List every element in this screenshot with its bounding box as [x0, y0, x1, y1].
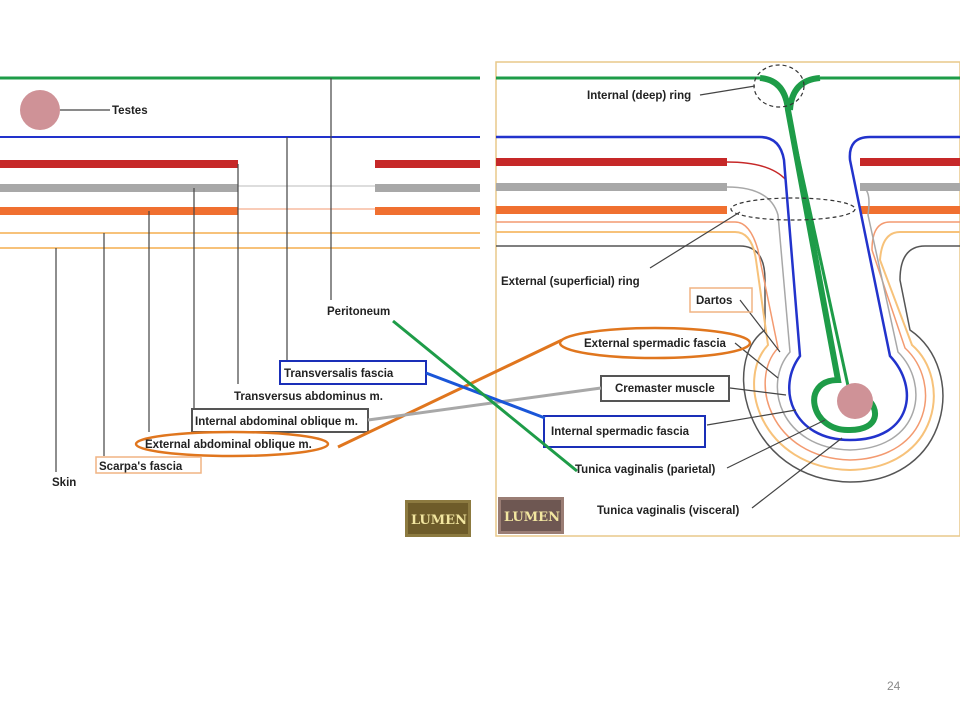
dartos-highlight-box	[689, 287, 753, 313]
connector-peritoneum	[392, 319, 578, 473]
scarpa-highlight-box	[95, 456, 202, 474]
testis-shape-right	[837, 383, 873, 419]
connector-external-oblique	[337, 338, 563, 449]
lumen-logo-2: LUMEN	[498, 497, 564, 534]
label-internal-abdominal-oblique: Internal abdominal oblique m.	[195, 416, 358, 428]
label-external-superficial-ring: External (superficial) ring	[501, 276, 640, 288]
scarpa-pouch	[496, 231, 960, 472]
lumen-logo-1: LUMEN	[405, 500, 471, 537]
skin-pouch	[496, 245, 960, 483]
page-number: 24	[887, 679, 901, 693]
internal-fascia-pouch	[496, 135, 960, 442]
label-skin: Skin	[52, 477, 76, 489]
testis-shape-left	[20, 90, 60, 130]
internal-oblique-highlight-box	[191, 408, 369, 433]
label-cremaster-muscle: Cremaster muscle	[615, 383, 715, 395]
label-tunica-vaginalis-visceral: Tunica vaginalis (visceral)	[597, 505, 739, 517]
cremaster-pouch	[726, 186, 917, 451]
label-external-spermatic-fascia: External spermadic fascia	[584, 338, 727, 350]
transversalis-highlight-box	[279, 360, 427, 385]
transversus-edge	[726, 161, 787, 181]
label-internal-spermatic-fascia: Internal spermadic fascia	[551, 426, 690, 438]
right-panel-border	[495, 61, 960, 537]
label-testes: Testes	[112, 105, 148, 117]
connector-internal-oblique	[367, 386, 602, 422]
internal-spermatic-highlight-box	[543, 415, 706, 448]
left-leader-lines	[55, 78, 332, 472]
right-leader-lines	[649, 85, 843, 509]
external-spermatic-highlight-ellipse	[558, 326, 752, 360]
peritoneum-descent	[759, 75, 878, 434]
label-transversalis-fascia: Transversalis fascia	[284, 368, 394, 380]
lumen-logo-2-text: LUMEN	[504, 510, 560, 525]
label-external-abdominal-oblique: External abdominal oblique m.	[145, 439, 312, 451]
label-transversus-abdominus: Transversus abdominus m.	[234, 391, 383, 403]
right-panel: Internal (deep) ring External (superfici…	[495, 61, 960, 537]
connector-lines	[337, 319, 602, 473]
label-dartos: Dartos	[696, 295, 732, 307]
processus-line	[786, 109, 852, 396]
label-tunica-vaginalis-parietal: Tunica vaginalis (parietal)	[575, 464, 716, 476]
external-fascia-pouch	[496, 221, 960, 461]
lumen-logo-1-text: LUMEN	[411, 513, 467, 528]
external-oblique-highlight-ellipse	[134, 430, 330, 458]
label-internal-deep-ring: Internal (deep) ring	[587, 90, 691, 102]
label-peritoneum: Peritoneum	[327, 306, 390, 318]
external-ring-dashed	[730, 197, 856, 221]
left-panel: Testes Peritoneum Transversalis fascia T…	[0, 76, 480, 489]
label-scarpas-fascia: Scarpa's fascia	[99, 461, 183, 473]
